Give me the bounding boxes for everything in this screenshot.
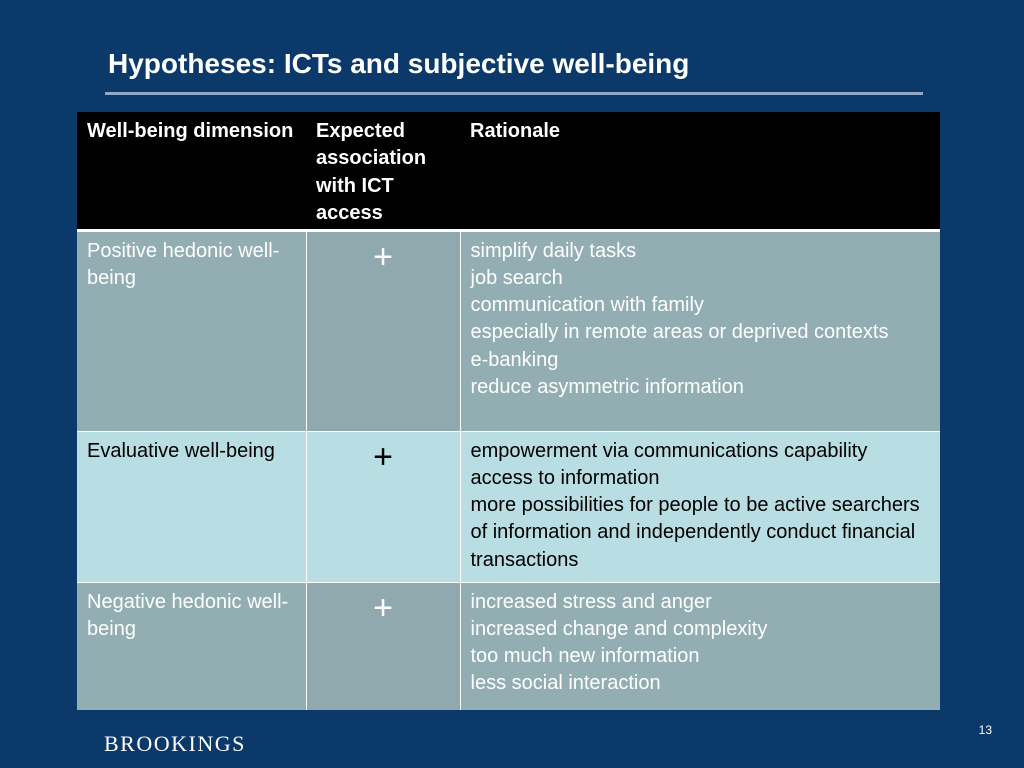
rationale-item: job search (470, 266, 563, 289)
association-cell: + (305, 229, 461, 431)
rationale-item: simplify daily tasks (470, 239, 637, 262)
association-value: + (373, 237, 393, 276)
dimension-cell: Negative hedonic well-being (77, 581, 306, 710)
association-value: + (373, 437, 393, 476)
page-number: 13 (978, 723, 992, 737)
rationale-item: increased change and complexity (470, 617, 768, 640)
table-row: Positive hedonic well-being + simplify d… (77, 229, 940, 431)
header-row: Well-being dimension Expected associatio… (77, 112, 940, 232)
association-cell: + (305, 581, 461, 710)
table-header: Well-being dimension Expected associatio… (77, 112, 940, 232)
rationale-item: too much new information (470, 645, 700, 668)
header-rationale: Rationale (460, 112, 940, 232)
association-value: + (373, 588, 393, 627)
rationale-cell: simplify daily tasks job search communic… (460, 229, 940, 431)
rationale-item: communication with family (470, 294, 704, 317)
rationale-cell: empowerment via communications capabilit… (460, 430, 940, 582)
title-underline (105, 92, 923, 95)
rationale-item: increased stress and anger (470, 590, 712, 613)
rationale-item: reduce asymmetric information (470, 375, 744, 398)
dimension-cell: Evaluative well-being (77, 430, 306, 582)
table-row: Negative hedonic well-being + increased … (77, 581, 940, 710)
rationale-item: less social interaction (470, 672, 661, 695)
rationale-item: access to information (470, 466, 660, 489)
header-association: Expected association with ICT access (306, 112, 460, 232)
rationale-item: especially in remote areas or deprived c… (470, 321, 889, 344)
rationale-item: e-banking (470, 348, 559, 371)
dimension-cell: Positive hedonic well-being (77, 229, 306, 431)
header-dimension: Well-being dimension (77, 112, 306, 232)
table-row: Evaluative well-being + empowerment via … (77, 430, 940, 582)
slide-title: Hypotheses: ICTs and subjective well-bei… (108, 48, 690, 79)
rationale-item: empowerment via communications capabilit… (470, 439, 868, 462)
hypotheses-table: Well-being dimension Expected associatio… (77, 112, 940, 710)
rationale-cell: increased stress and anger increased cha… (460, 581, 940, 710)
brookings-logo: BROOKINGS (104, 731, 246, 756)
association-cell: + (305, 430, 461, 582)
rationale-item: more possibilities for people to be acti… (470, 494, 920, 571)
